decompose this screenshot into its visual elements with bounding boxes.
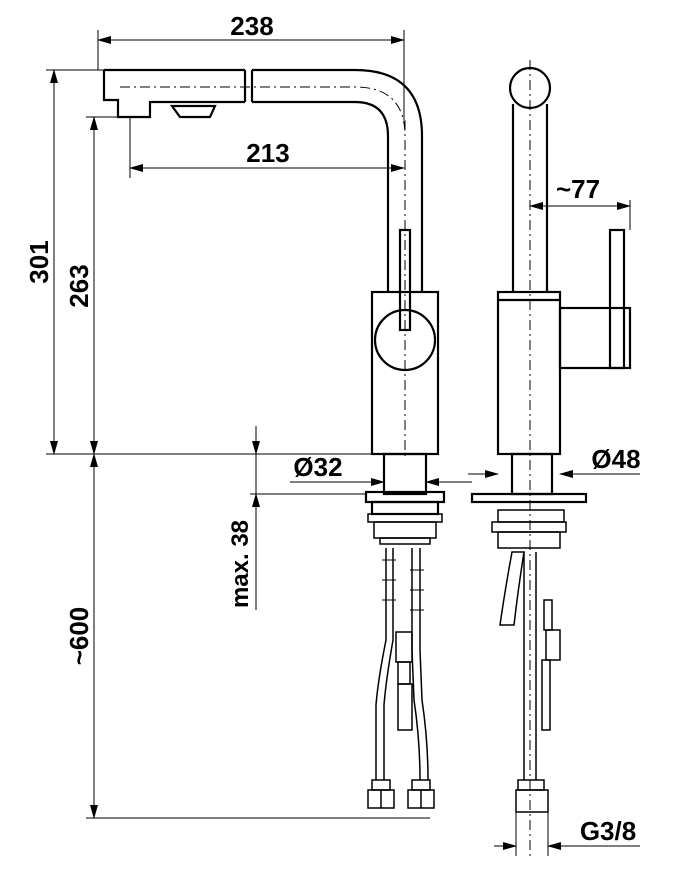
side-lever xyxy=(558,228,632,370)
label-total-height: 301 xyxy=(24,240,54,283)
base-shank xyxy=(364,452,446,545)
label-lever-depth: ~77 xyxy=(556,174,600,204)
faucet-front-view-icon xyxy=(102,68,446,809)
label-base-diameter: Ø32 xyxy=(293,452,342,482)
label-thread: G3/8 xyxy=(580,816,636,846)
label-spout-reach: 213 xyxy=(246,138,289,168)
dimension-base-diameter: Ø32 xyxy=(290,452,472,486)
spout-head xyxy=(102,68,247,119)
dimension-lever-depth: ~77 xyxy=(529,174,631,230)
connection-fittings xyxy=(367,779,435,809)
label-counter-thickness: max. 38 xyxy=(227,520,254,608)
hoses xyxy=(375,548,429,781)
lever xyxy=(373,228,437,372)
label-overall-reach: 238 xyxy=(230,11,273,41)
label-hose-length: ~600 xyxy=(64,607,94,666)
side-body xyxy=(496,290,562,456)
label-outlet-height: 263 xyxy=(64,264,94,307)
dimension-thread: G3/8 xyxy=(494,812,640,856)
dimension-hose-length: ~600 xyxy=(64,453,430,819)
dimension-total-height: 301 xyxy=(24,69,372,455)
side-base xyxy=(470,452,588,549)
side-spout xyxy=(508,60,552,860)
label-body-diameter: Ø48 xyxy=(591,444,640,474)
dimension-counter-thickness: max. 38 xyxy=(227,426,366,610)
dimension-outlet-height: 263 xyxy=(64,116,118,455)
side-hoses xyxy=(499,551,561,813)
dimension-spout-reach: 213 xyxy=(129,117,405,178)
dimension-body-diameter: Ø48 xyxy=(468,444,641,478)
faucet-side-view-icon xyxy=(470,60,632,860)
dimension-overall-reach: 238 xyxy=(97,11,405,120)
spout-pipe xyxy=(120,68,424,460)
